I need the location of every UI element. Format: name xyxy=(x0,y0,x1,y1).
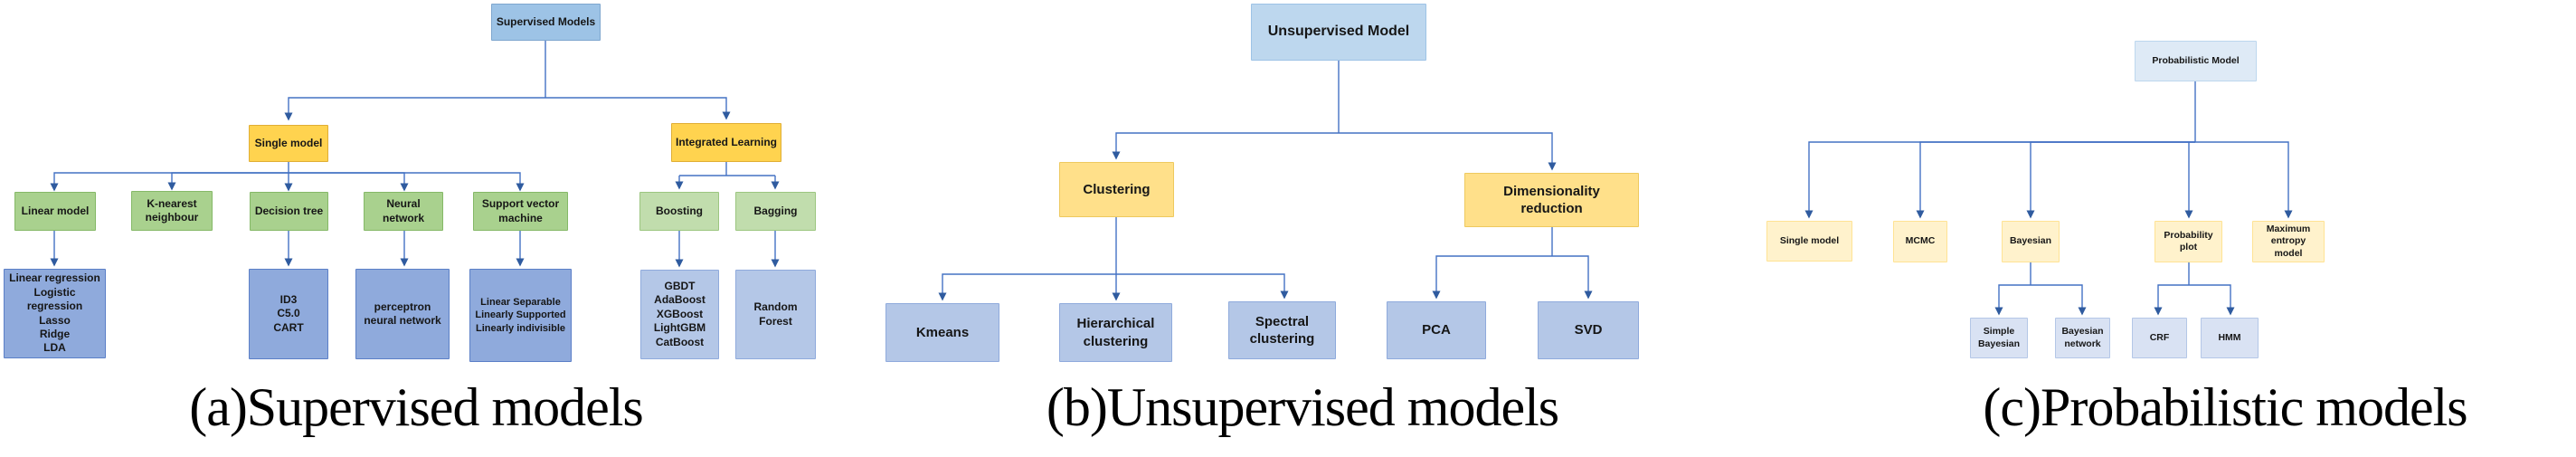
node-maximum-entropy-model: Maximum entropy model xyxy=(2252,221,2325,262)
node-boosting: Boosting xyxy=(639,192,719,231)
node-bayesian: Bayesian xyxy=(2002,221,2060,262)
node-support-vector-machine: Support vector machine xyxy=(473,192,568,231)
node-bagging-methods: Random Forest xyxy=(735,270,816,359)
caption-probabilistic: (c)Probabilistic models xyxy=(1983,377,2467,437)
node-kmeans: Kmeans xyxy=(886,303,999,362)
node-svm-methods: Linear Separable Linearly Supported Line… xyxy=(469,269,572,362)
node-crf: CRF xyxy=(2132,318,2187,358)
node-dimensionality-reduction: Dimensionality reduction xyxy=(1464,173,1639,227)
node-linear-model: Linear model xyxy=(14,192,96,231)
node-single-model-probabilistic: Single model xyxy=(1766,221,1852,262)
node-unsupervised-model: Unsupervised Model xyxy=(1251,4,1426,61)
node-neural-network: Neural network xyxy=(364,192,443,231)
node-integrated-learning: Integrated Learning xyxy=(671,123,781,162)
node-boosting-methods: GBDT AdaBoost XGBoost LightGBM CatBoost xyxy=(640,270,719,359)
node-pca: PCA xyxy=(1387,301,1486,359)
node-hierarchical-clustering: Hierarchical clustering xyxy=(1059,303,1172,362)
node-single-model: Single model xyxy=(249,125,328,162)
node-hmm: HMM xyxy=(2201,318,2259,358)
node-decision-tree: Decision tree xyxy=(250,192,328,231)
node-neural-network-methods: perceptron neural network xyxy=(355,269,450,359)
caption-supervised: (a)Supervised models xyxy=(189,377,644,437)
node-mcmc: MCMC xyxy=(1893,221,1947,262)
caption-unsupervised: (b)Unsupervised models xyxy=(1046,377,1559,437)
node-svd: SVD xyxy=(1538,301,1639,359)
node-probabilistic-model: Probabilistic Model xyxy=(2135,41,2257,81)
node-probability-plot: Probability plot xyxy=(2155,221,2222,262)
node-bagging: Bagging xyxy=(735,192,816,231)
node-supervised-models: Supervised Models xyxy=(491,4,601,41)
node-bayesian-network: Bayesian network xyxy=(2055,318,2110,358)
node-linear-model-methods: Linear regression Logistic regression La… xyxy=(4,269,106,358)
node-k-nearest-neighbour: K-nearest neighbour xyxy=(131,191,213,231)
node-decision-tree-methods: ID3 C5.0 CART xyxy=(249,269,328,359)
node-clustering: Clustering xyxy=(1059,162,1174,217)
node-simple-bayesian: Simple Bayesian xyxy=(1970,318,2028,358)
node-spectral-clustering: Spectral clustering xyxy=(1228,301,1336,359)
